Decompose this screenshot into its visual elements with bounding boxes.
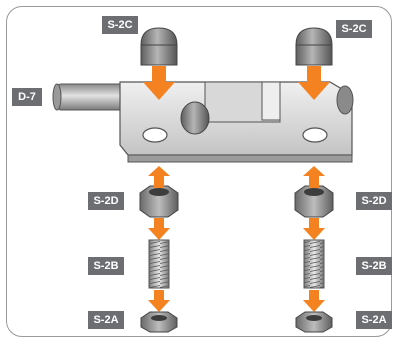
hex-nut-left [139, 185, 179, 218]
diagram-frame [6, 6, 392, 337]
label-s2d-left: S-2D [88, 192, 124, 210]
cap-nut-left [140, 27, 178, 66]
label-s2c-left: S-2C [102, 16, 138, 34]
label-d7: D-7 [12, 88, 42, 106]
base-nut-right [295, 311, 333, 333]
label-s2c-right: S-2C [336, 20, 372, 38]
arrow-down-stud-right [303, 218, 325, 240]
threaded-stud-right [303, 239, 325, 289]
arrow-down-cap-right [298, 66, 330, 100]
label-s2a-left: S-2A [88, 311, 124, 329]
latch-slot [261, 81, 281, 121]
latch-assembly [52, 81, 354, 163]
arrow-down-cap-left [143, 66, 175, 100]
arrow-down-base-right [303, 290, 325, 312]
mounting-hole-right [302, 127, 328, 143]
arrow-up-nut-right [303, 166, 325, 188]
cap-nut-right [295, 27, 333, 66]
mounting-hole-left [142, 127, 168, 143]
latch-bolt-end [52, 83, 62, 111]
label-s2b-right: S-2B [356, 257, 392, 275]
base-nut-left [140, 311, 178, 333]
arrow-down-stud-left [148, 218, 170, 240]
arrow-up-nut-left [148, 166, 170, 188]
latch-plate-edge [127, 154, 353, 163]
latch-knob [180, 101, 210, 135]
threaded-stud-left [148, 239, 170, 289]
hex-nut-right [294, 185, 334, 218]
label-s2b-left: S-2B [88, 257, 124, 275]
label-s2d-right: S-2D [356, 192, 392, 210]
arrow-down-base-left [148, 290, 170, 312]
latch-receiver [336, 85, 354, 115]
label-s2a-right: S-2A [356, 311, 392, 329]
